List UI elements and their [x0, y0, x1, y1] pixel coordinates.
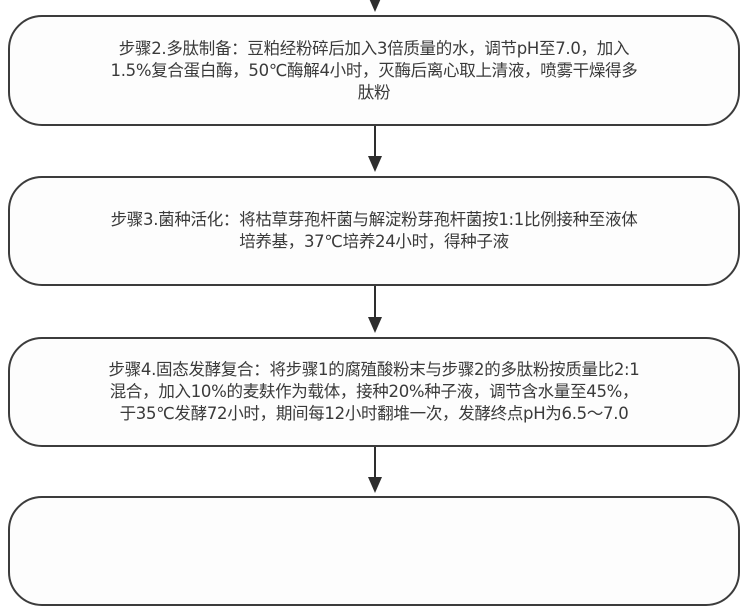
- step-2-line-3: 肽粉: [357, 82, 391, 102]
- step-3-line-2: 培养基，37℃培养24小时，得种子液: [239, 232, 509, 251]
- arrow-head-icon: [368, 0, 382, 12]
- step-5-box: [8, 496, 740, 606]
- arrow-head-icon: [368, 156, 382, 172]
- step-3-box: 步骤3.菌种活化：将枯草芽孢杆菌与解淀粉芽孢杆菌按1:1比例接种至液体 培养基，…: [8, 176, 740, 286]
- connector-arrow-line: [374, 126, 376, 162]
- step-4-line-1: 步骤4.固态发酵复合：将步骤1的腐殖酸粉末与步骤2的多肽粉按质量比2:1: [108, 360, 640, 379]
- step-4-text: 步骤4.固态发酵复合：将步骤1的腐殖酸粉末与步骤2的多肽粉按质量比2:1 混合，…: [109, 359, 640, 425]
- step-3-line-1: 步骤3.菌种活化：将枯草芽孢杆菌与解淀粉芽孢杆菌按1:1比例接种至液体: [110, 210, 638, 229]
- arrow-head-icon: [368, 317, 382, 333]
- connector-arrow-line: [374, 286, 376, 322]
- step-4-box: 步骤4.固态发酵复合：将步骤1的腐殖酸粉末与步骤2的多肽粉按质量比2:1 混合，…: [8, 337, 740, 447]
- connector-arrow-line: [374, 447, 376, 483]
- step-2-line-2: 1.5%复合蛋白酶，50℃酶解4小时，灭酶后离心取上清液，喷雾干燥得多: [110, 60, 638, 80]
- step-4-line-3: 于35℃发酵72小时，期间每12小时翻堆一次，发酵终点pH为6.5～7.0: [119, 404, 629, 423]
- step-3-text: 步骤3.菌种活化：将枯草芽孢杆菌与解淀粉芽孢杆菌按1:1比例接种至液体 培养基，…: [111, 209, 638, 253]
- arrow-head-icon: [368, 477, 382, 493]
- step-2-line-1: 步骤2.多肽制备：豆粕经粉碎后加入3倍质量的水，调节pH至7.0，加入: [118, 38, 630, 58]
- step-4-line-2: 混合，加入10%的麦麸作为载体，接种20%种子液，调节含水量至45%，: [109, 382, 639, 401]
- step-2-text: 步骤2.多肽制备：豆粕经粉碎后加入3倍质量的水，调节pH至7.0，加入 1.5%…: [111, 38, 638, 104]
- step-2-box: 步骤2.多肽制备：豆粕经粉碎后加入3倍质量的水，调节pH至7.0，加入 1.5%…: [8, 15, 740, 126]
